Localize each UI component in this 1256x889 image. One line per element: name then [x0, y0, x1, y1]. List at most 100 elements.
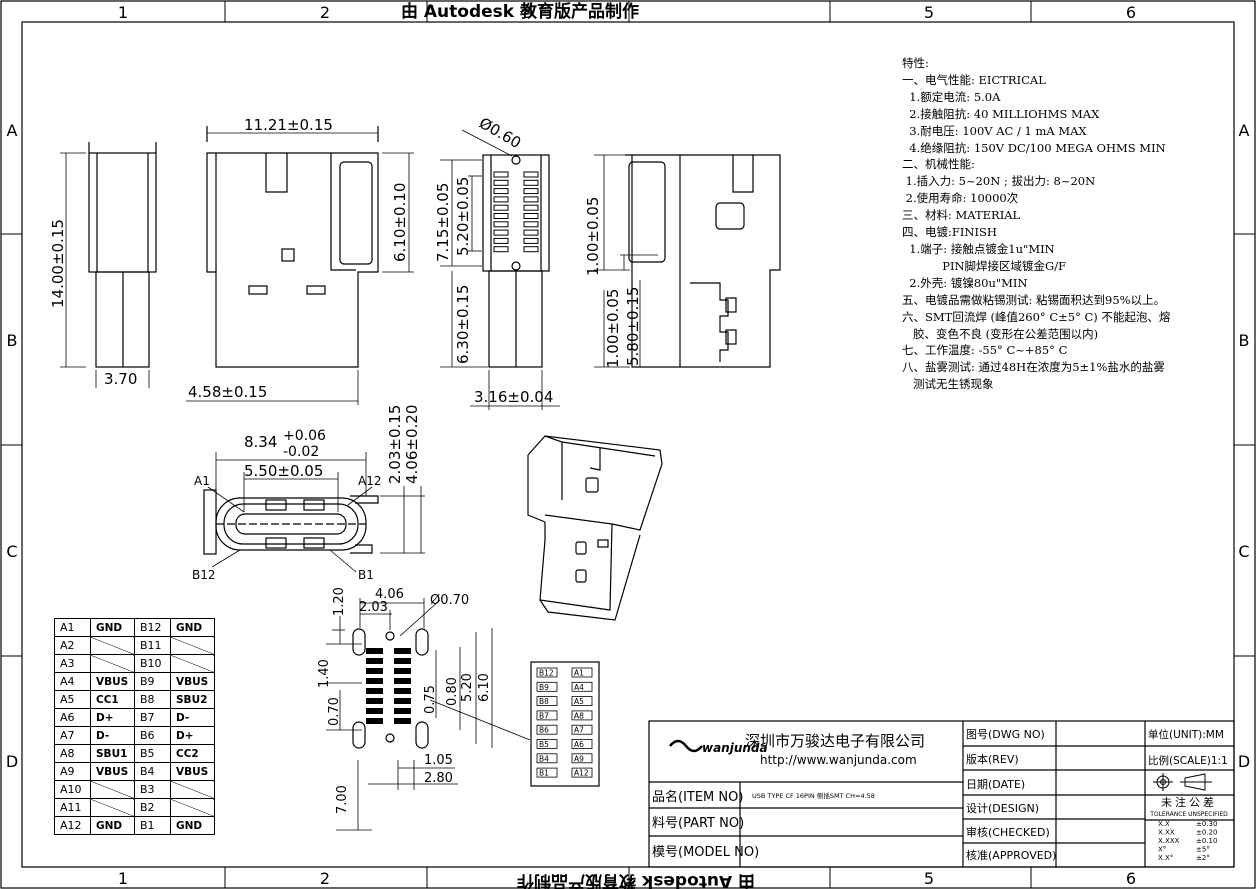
row-label: B: [1239, 331, 1250, 350]
pad-label-frame: [571, 753, 593, 764]
pad-label-box: [530, 661, 600, 787]
spec-line: 五、电镀品需做粘锡测试: 粘锡面积达到95%以上。: [902, 292, 1166, 307]
row-label: A: [7, 121, 18, 140]
pin-number: B3: [134, 780, 171, 799]
pin-number: A2: [54, 636, 91, 655]
pin-signal: [90, 654, 135, 673]
spec-line: 一、电气性能: EICTRICAL: [902, 72, 1046, 87]
row-label: C: [1238, 542, 1249, 561]
row-label: D: [6, 752, 18, 771]
pad-label: B4: [539, 754, 549, 763]
dim-mouth-w-minus: -0.02: [283, 444, 319, 460]
dim-rear-h2: 1.00±0.05: [604, 289, 622, 368]
pin-number: A9: [54, 762, 91, 781]
spec-line: 2.使用寿命: 10000次: [902, 191, 1019, 206]
pad-label-frame: [536, 681, 558, 692]
date-label: 日期(DATE): [966, 778, 1025, 791]
dim-pcb-070: 0.70: [327, 697, 342, 726]
pin-number: A1: [54, 618, 91, 637]
dim-offset: 4.58±0.15: [188, 383, 267, 401]
pin-signal: D+: [170, 726, 215, 745]
pad-label-frame: [571, 667, 593, 678]
pin-slot: [523, 246, 539, 253]
dim-pcb-203: 2.03: [359, 600, 388, 615]
tol-value: ±0.10: [1196, 837, 1217, 845]
smt-pad: [366, 658, 383, 664]
title-block: [648, 720, 1235, 868]
pad-label: B12: [539, 669, 554, 678]
pin-slot: [523, 213, 539, 219]
design-label: 设计(DESIGN): [966, 802, 1039, 815]
pin-slot: [493, 221, 509, 228]
col-label: 2: [320, 3, 330, 22]
smt-pad: [366, 668, 383, 674]
pad-label-frame: [536, 753, 558, 764]
smt-pad: [394, 668, 411, 674]
pad-label: A4: [574, 683, 584, 692]
pad-label-frame: [571, 710, 593, 721]
spec-line: 2.接触阻抗: 40 MILLIOHMS MAX: [902, 106, 1100, 121]
watermark-bottom: 由 Autodesk 教育版产品制作: [517, 871, 755, 889]
smt-pad: [366, 708, 383, 714]
tol-rows: X.X±0.30X.XX±0.20X.XXX±0.10X°±5°X.X°±2°: [1158, 820, 1217, 862]
spec-line: 八、盐雾测试: 通过48H在浓度为5±1%盐水的盐雾: [902, 360, 1165, 375]
company-name: 深圳市万骏达电子有限公司: [745, 732, 925, 750]
spec-line: 1.端子: 接触点镀金1u"MIN: [902, 241, 1055, 256]
tol-title: 未注公差: [1161, 795, 1217, 809]
pin-number: B11: [134, 636, 171, 655]
dim-pcb-105: 1.05: [424, 753, 453, 768]
dwg-label: 图号(DWG NO): [966, 728, 1045, 741]
col-label: 5: [924, 3, 934, 22]
dim-mouth-h2: 4.06±0.20: [403, 405, 421, 484]
dim-mouth-w-main: 8.34: [244, 433, 277, 451]
smt-pad: [394, 698, 411, 704]
smt-pad: [394, 708, 411, 714]
dim-front-h1: 6.10±0.10: [391, 183, 409, 262]
pin-signal: VBUS: [90, 672, 135, 691]
pin-signal: GND: [90, 816, 135, 835]
company-logo-icon: wanjunda: [669, 739, 768, 755]
col-label: 3: [523, 3, 533, 22]
tol-value: ±2°: [1196, 854, 1210, 862]
spec-line: 3.耐电压: 100V AC / 1 mA MAX: [902, 123, 1087, 138]
pin-slot: [493, 204, 509, 211]
pin-signal: [170, 780, 215, 799]
pin-slot: [523, 196, 539, 203]
model-label: 模号(MODEL NO): [652, 845, 759, 860]
smt-pad: [394, 718, 411, 724]
dim-rear-h1: 1.00±0.05: [584, 197, 602, 276]
end-view: [88, 142, 157, 368]
pin-slot: [493, 229, 509, 236]
front-pins: [493, 171, 539, 253]
pin-slot: [523, 237, 539, 244]
item-value: USB TYPE CF 16PIN 侧插SMT CH=4.58: [752, 791, 875, 800]
pin-slot: [523, 171, 539, 178]
pin-number: B9: [134, 672, 171, 691]
pin-number: B1: [134, 816, 171, 835]
pin-signal: D-: [170, 708, 215, 727]
dim-front-h2: 7.15±0.05: [434, 183, 452, 262]
pad-label: A1: [574, 669, 584, 678]
table-row: A2 B11: [54, 636, 215, 655]
pad-label-frame: [536, 724, 558, 735]
pin-slot: [493, 213, 509, 219]
iso-view: [527, 435, 663, 621]
item-label: 品名(ITEM NO): [652, 789, 743, 805]
pad-label: A5: [574, 697, 584, 706]
pin-slot: [523, 179, 539, 186]
pin-signal: D+: [90, 708, 135, 727]
pcb-pads: [366, 648, 411, 724]
row-label: C: [6, 542, 17, 561]
smt-pad: [394, 648, 411, 654]
spec-line: 六、SMT回流焊 (峰值260° C±5° C) 不能起泡、熔: [902, 309, 1171, 324]
spec-notes: 特性:一、电气性能: EICTRICAL 1.额定电流: 5.0A 2.接触阻抗…: [902, 55, 1242, 393]
row-label: D: [1238, 752, 1250, 771]
pin-signal: SBU1: [90, 744, 135, 763]
dim-pcb-700: 7.00: [335, 785, 350, 814]
company-url: http://www.wanjunda.com: [760, 753, 917, 767]
pin-signal: [90, 780, 135, 799]
spec-line: 1.额定电流: 5.0A: [902, 89, 1001, 104]
